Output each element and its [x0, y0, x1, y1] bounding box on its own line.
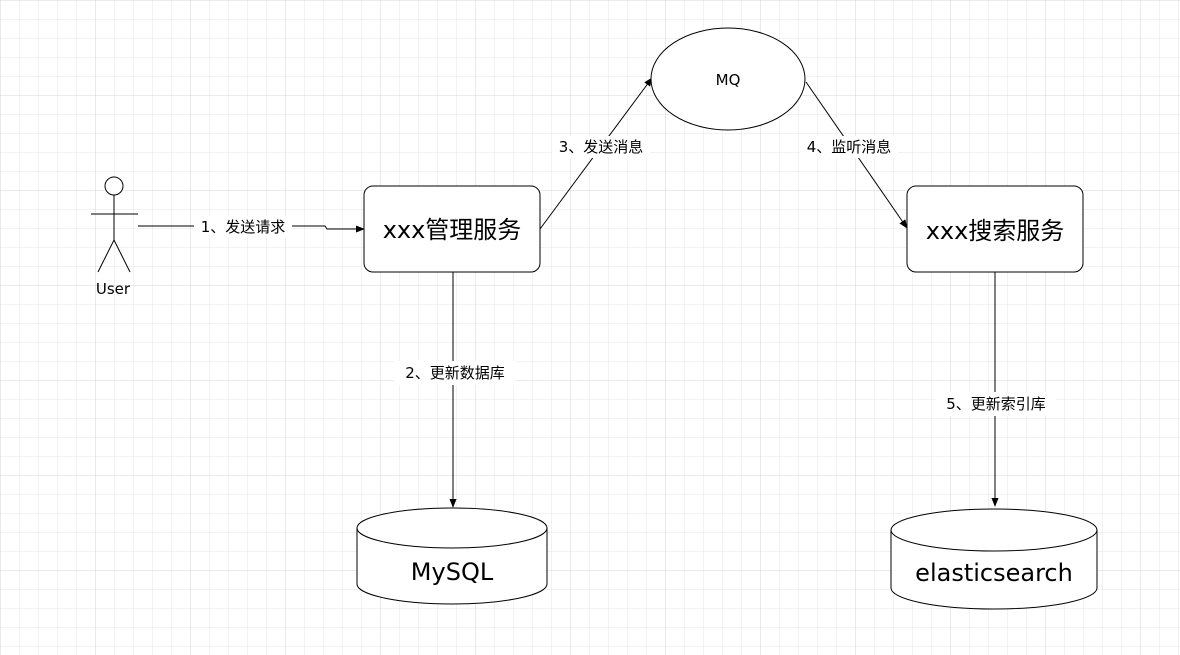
edge-label-listen-msg: 4、监听消息 — [807, 138, 892, 156]
node-manage-service[interactable] — [363, 185, 541, 273]
actor-user[interactable] — [91, 176, 138, 273]
edge-label-send-msg: 3、发送消息 — [559, 138, 644, 156]
node-manage-service-label: xxx管理服务 — [383, 216, 522, 244]
node-mysql[interactable] — [356, 507, 548, 605]
node-search-service-label: xxx搜索服务 — [926, 217, 1065, 245]
node-elasticsearch[interactable] — [890, 508, 1098, 610]
edge-label-update-index: 5、更新索引库 — [946, 395, 1046, 413]
node-elasticsearch-label: elasticsearch — [915, 559, 1073, 587]
actor-label: User — [96, 280, 131, 298]
node-search-service[interactable] — [906, 185, 1084, 273]
node-mq-label: MQ — [716, 71, 741, 89]
actor-head — [104, 176, 124, 196]
node-mq[interactable] — [650, 27, 806, 131]
edge-label-send-request: 1、发送请求 — [201, 218, 286, 236]
edge-label-update-db: 2、更新数据库 — [405, 364, 505, 382]
node-mysql-label: MySQL — [411, 558, 494, 586]
